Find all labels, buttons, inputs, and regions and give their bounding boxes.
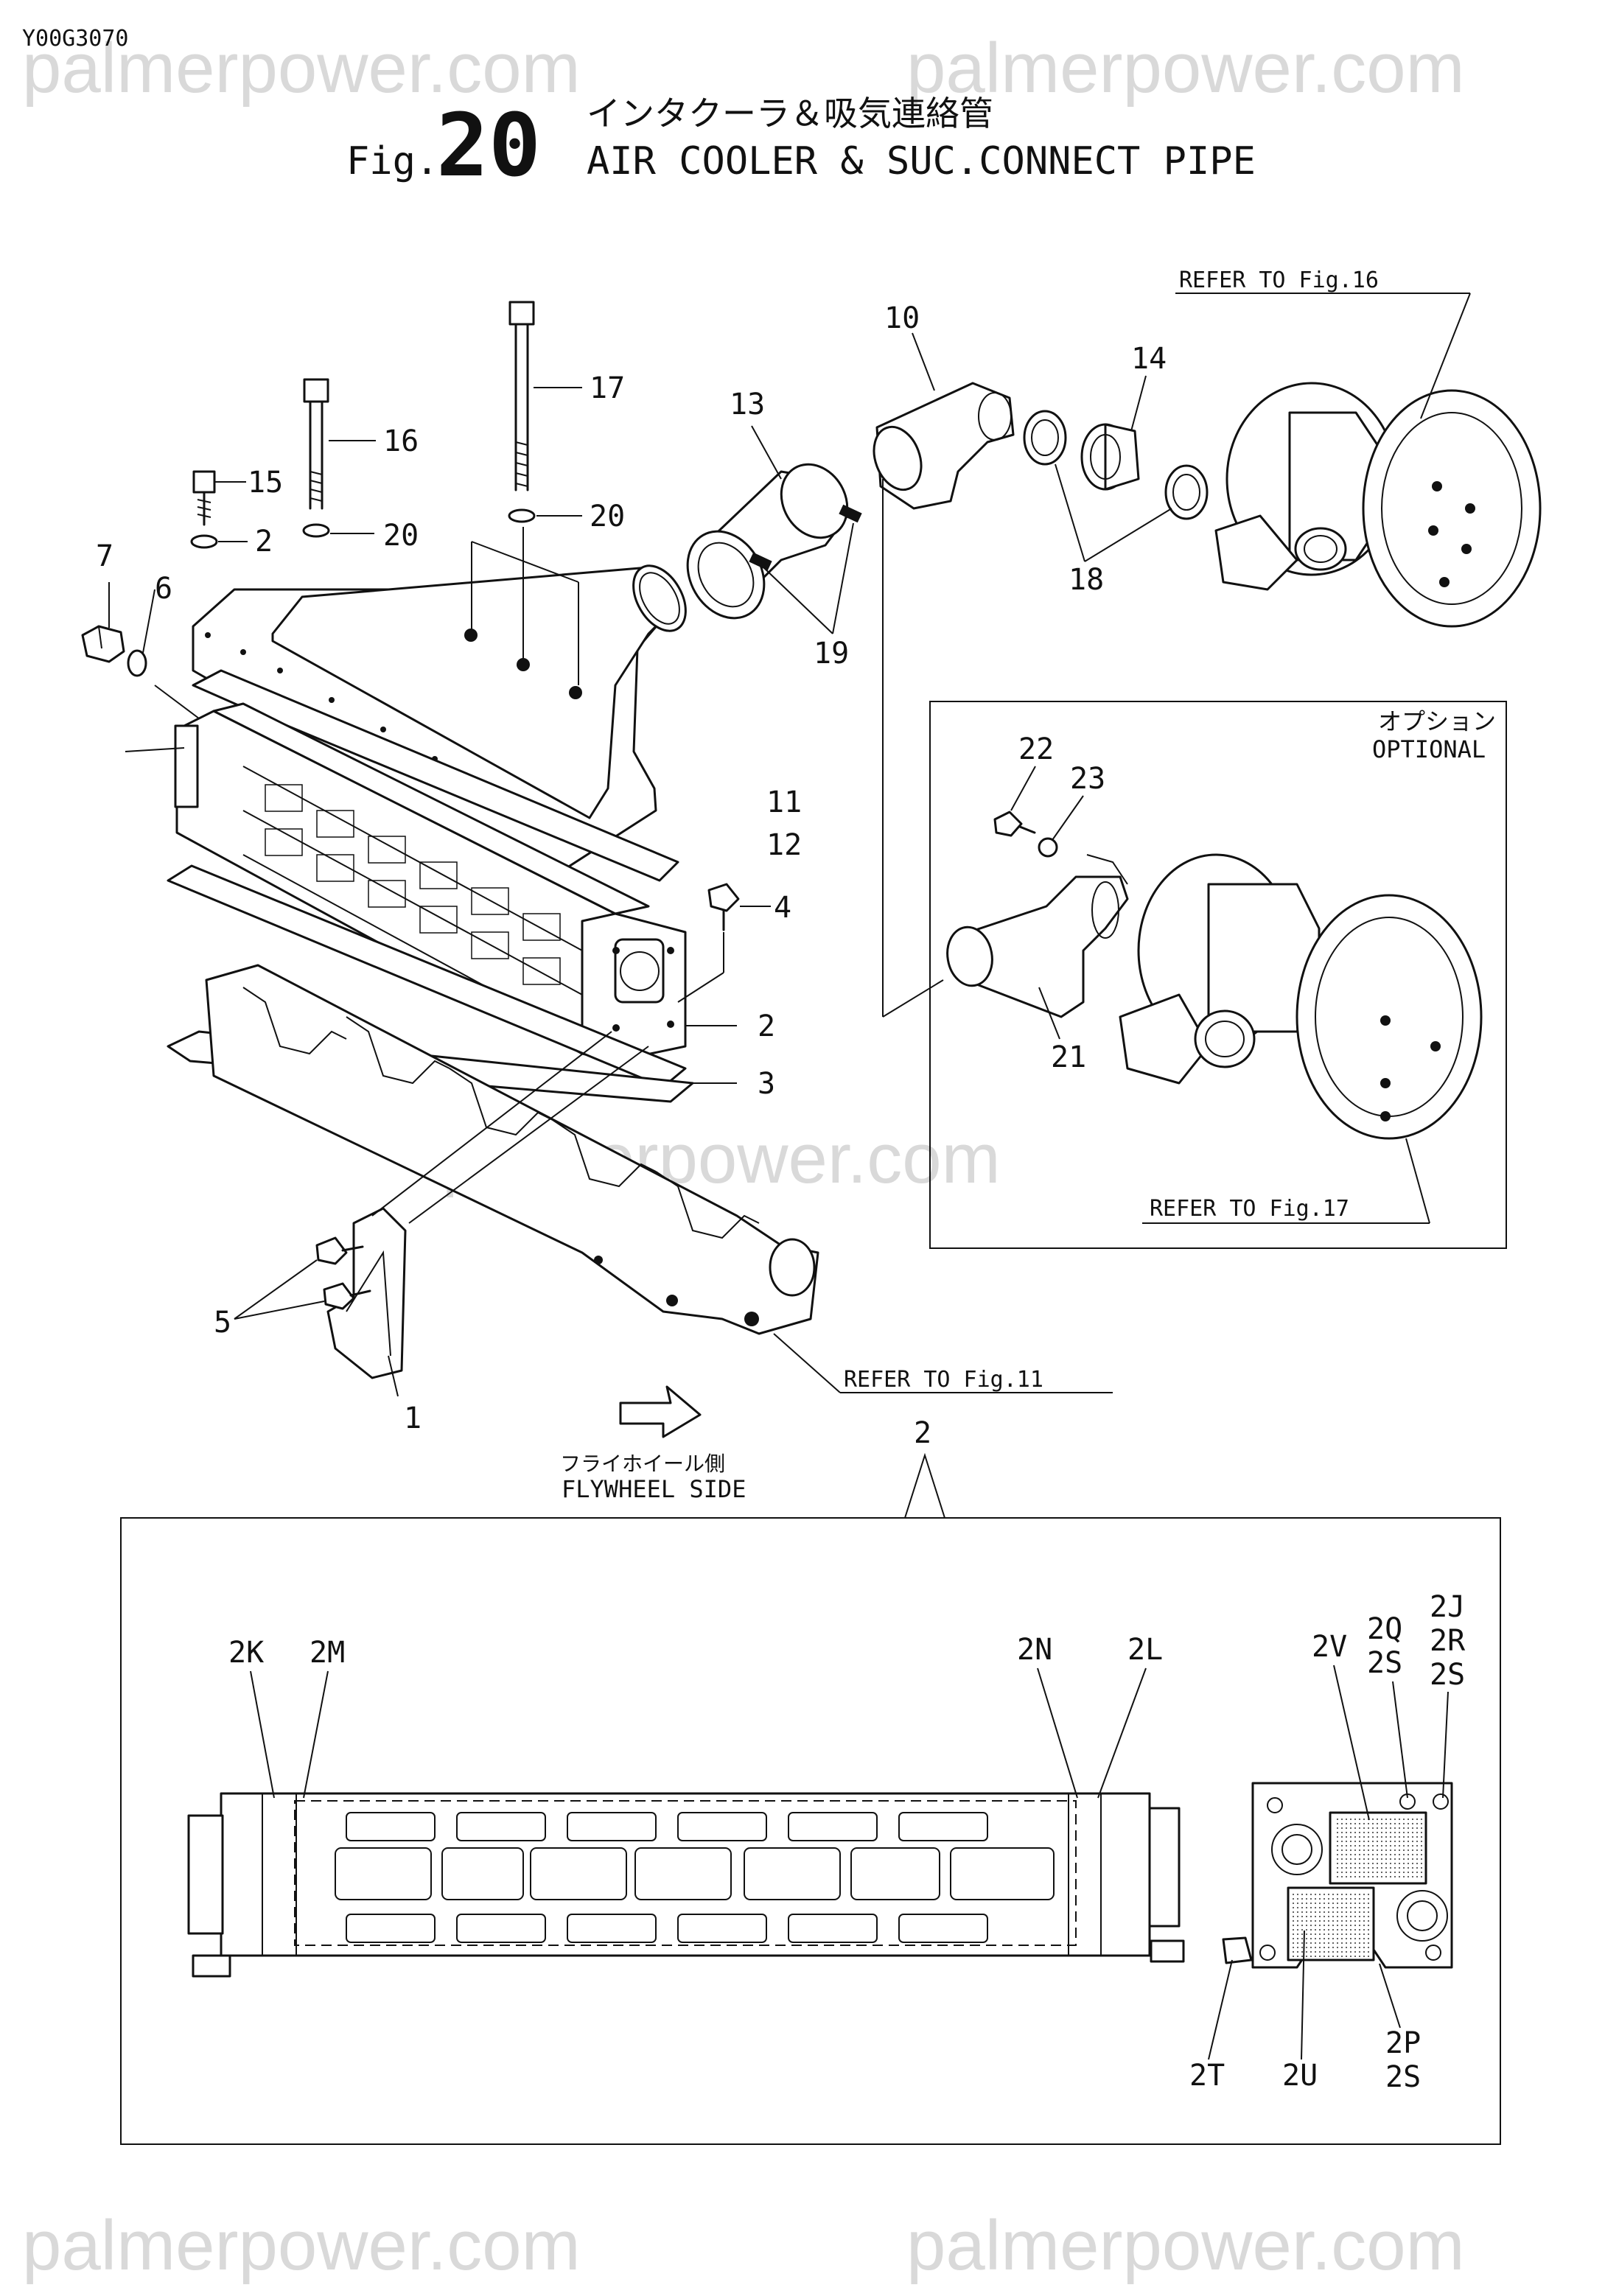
callout-20-right: 20	[590, 500, 625, 533]
elbow-pipe-21	[946, 854, 1129, 1018]
watermark-top-right: palmerpower.com	[906, 29, 1465, 108]
callout-19: 19	[814, 637, 849, 671]
title-english: AIR COOLER & SUC.CONNECT PIPE	[587, 139, 1256, 183]
refer-fig16: REFER TO Fig.16	[1179, 267, 1379, 293]
callout-23: 23	[1070, 762, 1105, 796]
callout-14: 14	[1131, 342, 1167, 376]
arrow-icon	[619, 1385, 702, 1438]
label-2r: 2R	[1430, 1624, 1466, 1658]
callout-10: 10	[884, 301, 920, 335]
washer-2-top	[190, 534, 218, 549]
washer-23	[1038, 837, 1058, 858]
callout-16: 16	[383, 424, 419, 458]
label-2u: 2U	[1282, 2059, 1318, 2093]
optional-label-en: OPTIONAL	[1372, 735, 1486, 763]
gasket-12	[192, 669, 679, 882]
optional-panel: オプション OPTIONAL 22 23 21 REFER	[929, 701, 1507, 1249]
callout-2-right: 2	[758, 1009, 775, 1043]
intake-manifold	[205, 964, 819, 1335]
callout-4: 4	[774, 891, 791, 925]
fig-number: 20	[436, 94, 541, 196]
watermark-bottom-left: palmerpower.com	[22, 2206, 581, 2285]
callout-21: 21	[1051, 1040, 1086, 1074]
label-2k: 2K	[228, 1636, 264, 1670]
bolt-16	[303, 378, 329, 510]
cooler-core	[174, 702, 687, 1063]
clamp-19-left	[749, 552, 772, 571]
callout-22: 22	[1018, 732, 1054, 766]
callout-1: 1	[404, 1401, 422, 1435]
label-2m: 2M	[310, 1636, 345, 1670]
bolt-15	[192, 470, 216, 526]
label-2j: 2J	[1430, 1590, 1465, 1624]
label-2s-b: 2S	[1430, 1658, 1465, 1692]
watermark-top-left: palmerpower.com	[22, 29, 581, 108]
callout-11: 11	[766, 785, 802, 819]
bolt-4	[707, 883, 740, 931]
callout-13: 13	[730, 388, 765, 421]
cooler-cover-11	[192, 564, 687, 878]
callout-6: 6	[155, 572, 172, 606]
callout-20-left: 20	[383, 519, 419, 553]
callout-15: 15	[248, 466, 283, 500]
hose-13	[686, 463, 849, 620]
label-2l: 2L	[1127, 1633, 1163, 1667]
label-2t: 2T	[1189, 2059, 1225, 2093]
bolt-17	[508, 301, 535, 491]
label-2n: 2N	[1017, 1633, 1052, 1667]
clamp-19-right	[839, 504, 862, 523]
callout-12: 12	[766, 828, 802, 862]
turbocharger-top	[1214, 382, 1542, 628]
callout-5: 5	[214, 1306, 231, 1340]
clamp-18-left	[1023, 410, 1067, 466]
turbocharger-optional	[1119, 853, 1483, 1140]
bolt-22	[993, 811, 1036, 837]
bracket-1	[326, 1207, 407, 1379]
washer-20-right	[508, 508, 536, 523]
flywheel-label-en: FLYWHEEL SIDE	[562, 1475, 746, 1503]
refer-fig17: REFER TO Fig.17	[1150, 1196, 1349, 1222]
flywheel-side-indicator: フライホイール側 FLYWHEEL SIDE	[560, 1385, 746, 1503]
title-japanese: インタクーラ＆吸気連絡管	[587, 94, 993, 133]
label-2s-a: 2S	[1367, 1646, 1402, 1680]
callout-7: 7	[96, 539, 113, 573]
optional-label-jp: オプション	[1378, 707, 1496, 735]
exploded-view: 17 16 15 2 20 20 7 6 11 12 4 2 3 5 1 13 …	[81, 267, 1542, 1435]
callout-2-top: 2	[255, 525, 273, 559]
detail-panel-2: 2	[120, 1416, 1501, 2145]
flywheel-label-jp: フライホイール側	[560, 1452, 725, 1476]
callout-3: 3	[758, 1067, 775, 1101]
label-2v: 2V	[1312, 1630, 1347, 1664]
clamp-18-right	[1164, 464, 1209, 520]
bolt-5-lower	[323, 1282, 371, 1310]
watermark-bottom-right: palmerpower.com	[906, 2206, 1465, 2285]
label-2q: 2Q	[1367, 1612, 1402, 1646]
washer-6	[127, 649, 147, 677]
label-2s-c: 2S	[1385, 2060, 1421, 2094]
refer-fig11: REFER TO Fig.11	[844, 1367, 1043, 1393]
callout-17: 17	[590, 371, 625, 405]
plug-7	[81, 625, 125, 663]
hose-14	[1080, 423, 1140, 491]
core-side-view	[187, 1792, 1185, 1978]
washer-20-left	[302, 523, 330, 538]
label-2p: 2P	[1385, 2026, 1421, 2060]
gasket-3	[167, 864, 687, 1088]
detail-title: 2	[914, 1416, 931, 1450]
doc-code: Y00G3070	[22, 26, 129, 52]
fig-prefix: Fig.	[346, 139, 438, 183]
bolt-5-upper	[315, 1236, 364, 1265]
elbow-pipe-10	[873, 382, 1015, 510]
callout-18: 18	[1069, 563, 1104, 597]
